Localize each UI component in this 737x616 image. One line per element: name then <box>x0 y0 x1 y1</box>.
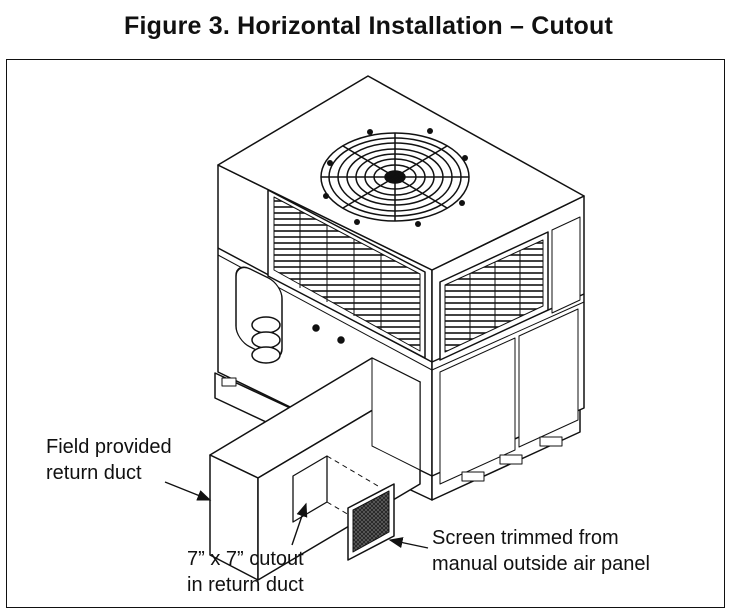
leader-return-duct <box>164 481 212 501</box>
callout-screen: Screen trimmed from manual outside air p… <box>432 525 650 577</box>
callout-return-duct-line1: Field provided <box>46 436 172 458</box>
left-louver-panel <box>267 189 426 359</box>
callout-screen-line2: manual outside air panel <box>432 553 650 575</box>
access-panel <box>439 337 516 485</box>
right-louver-panel <box>439 231 549 361</box>
leader-screen <box>388 537 429 549</box>
callout-return-duct: Field provided return duct <box>46 434 172 486</box>
side-window <box>235 266 283 364</box>
figure-frame <box>6 59 725 608</box>
callout-screen-line1: Screen trimmed from <box>432 527 619 549</box>
callout-cutout: 7” x 7” cutout in return duct <box>187 546 304 598</box>
figure-title: Figure 3. Horizontal Installation – Cuto… <box>124 12 613 40</box>
leader-cutout <box>291 502 308 546</box>
screen-panel <box>347 483 395 561</box>
callout-cutout-line2: in return duct <box>187 574 304 596</box>
callout-return-duct-line2: return duct <box>46 462 142 484</box>
callout-cutout-line1: 7” x 7” cutout <box>187 548 304 570</box>
fan-grille <box>320 132 470 222</box>
return-duct <box>209 357 421 581</box>
